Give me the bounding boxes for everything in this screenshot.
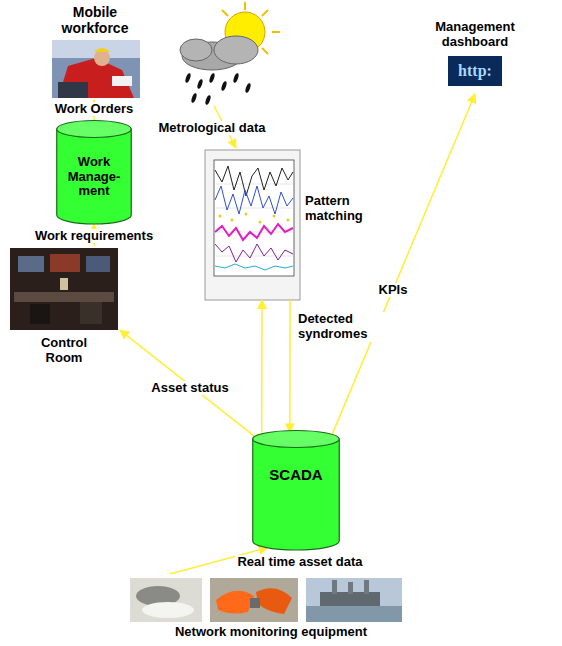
node-label: Work Manage- ment [60, 155, 128, 200]
flow-arrow [330, 94, 475, 440]
flow-label: Real time asset data [235, 555, 364, 570]
flow-label: Detected syndromes [296, 312, 384, 342]
database-cylinder: Work Manage- ment [56, 120, 132, 224]
flow-arrow [289, 300, 291, 432]
monitoring-photos [130, 578, 402, 622]
flow-label: Work requirements [33, 229, 155, 244]
database-cylinder: SCADA [252, 430, 340, 550]
node-label: Control Room [29, 336, 99, 366]
node-heading: Mobile workforce [45, 4, 145, 36]
node-label: SCADA [269, 466, 322, 483]
workforce-photo [52, 40, 140, 98]
node-heading: Management dashboard [420, 20, 530, 50]
browser-icon: http: [448, 56, 502, 86]
image-node: Mobile workforce [45, 4, 145, 100]
flow-label: KPIs [377, 283, 410, 298]
cylinder-outline [252, 430, 340, 550]
node-label: Pattern matching [305, 194, 371, 224]
flow-label: Metrological data [157, 121, 268, 136]
image-node: Management dashboard http: [420, 20, 530, 94]
chart-node: Pattern matching [203, 148, 373, 302]
time-series-chart [205, 150, 300, 300]
flow-label: Asset status [149, 381, 230, 396]
node-label: Network monitoring equipment [175, 625, 367, 640]
flow-arrow [120, 330, 262, 442]
flow-arrow [261, 300, 263, 432]
control-room-photo [10, 248, 118, 330]
equipment-group: Network monitoring equipment [126, 574, 416, 640]
image-node: Control Room [8, 246, 120, 368]
flow-label: Work Orders [53, 102, 136, 117]
